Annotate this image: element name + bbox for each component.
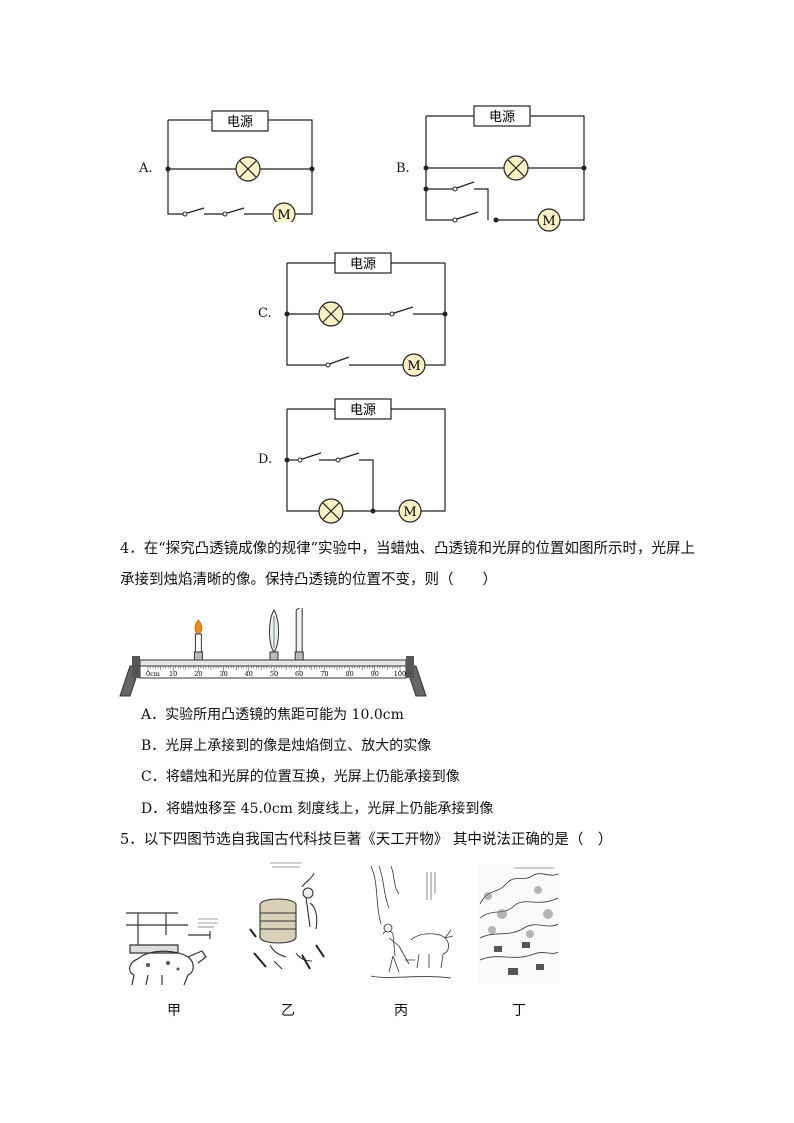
bench-tick-label: 20 bbox=[194, 670, 202, 678]
bench-tick-label: 60 bbox=[295, 670, 303, 678]
answer-option-b[interactable]: B．光屏上承接到的像是烛焰倒立、放大的实像 bbox=[141, 738, 432, 754]
svg-text:M: M bbox=[542, 214, 555, 229]
illustration-bing bbox=[370, 865, 453, 979]
caption-bing: 丙 bbox=[394, 1003, 408, 1019]
bench-unit-label: 0cm bbox=[146, 670, 160, 678]
motor-icon: M bbox=[537, 208, 561, 232]
caption-jia: 甲 bbox=[167, 1003, 181, 1019]
bench-tick-label: 70 bbox=[320, 670, 328, 678]
caption-yi: 乙 bbox=[281, 1003, 295, 1019]
bench-tick-label: 40 bbox=[245, 670, 253, 678]
light-screen-icon bbox=[294, 608, 304, 661]
svg-text:M: M bbox=[407, 359, 420, 374]
svg-text:M: M bbox=[277, 208, 290, 222]
bench-tick-label: 80 bbox=[345, 670, 353, 678]
illustration-ding bbox=[478, 864, 560, 984]
bench-tick-label: 100 bbox=[394, 670, 406, 678]
question-4-line-2: 承接到烛焰清晰的像。保持凸透镜的位置不变，则（ ） bbox=[120, 572, 497, 588]
option-d-label: D. bbox=[258, 452, 273, 467]
power-source-label: 电源 bbox=[350, 403, 376, 418]
power-source-label: 电源 bbox=[227, 115, 253, 130]
candle-icon bbox=[193, 619, 203, 661]
question-5-text: 5．以下四图节选自我国古代科技巨著《天工开物》 其中说法正确的是（ ） bbox=[120, 832, 613, 848]
bench-tick-label: 90 bbox=[371, 670, 379, 678]
lamp-icon bbox=[503, 155, 529, 181]
motor-icon: M bbox=[398, 499, 422, 523]
illustration-jia bbox=[126, 912, 218, 986]
circuit-c: 电源 M bbox=[284, 252, 448, 377]
bench-tick-label: 30 bbox=[219, 670, 227, 678]
circuit-a: 电源 M bbox=[165, 110, 315, 222]
motor-icon: M bbox=[402, 353, 426, 377]
bench-tick-label: 10 bbox=[169, 670, 177, 678]
motor-icon: M bbox=[272, 202, 296, 222]
power-source-label: 电源 bbox=[350, 257, 376, 272]
option-b-label: B. bbox=[396, 161, 410, 176]
option-a-label: A. bbox=[139, 161, 153, 176]
answer-option-d[interactable]: D．将蜡烛移至 45.0cm 刻度线上，光屏上仍能承接到像 bbox=[141, 801, 494, 817]
lamp-icon bbox=[235, 156, 261, 182]
lamp-icon bbox=[318, 498, 344, 524]
answer-option-c[interactable]: C．将蜡烛和光屏的位置互换，光屏上仍能承接到像 bbox=[141, 769, 460, 785]
circuit-d: 电源 M bbox=[284, 398, 446, 524]
optical-bench-diagram: 0cm 10 20 30 40 50 60 70 80 90 100 bbox=[119, 608, 427, 697]
svg-text:M: M bbox=[403, 505, 416, 520]
convex-lens-icon bbox=[269, 609, 279, 661]
circuit-b: 电源 M bbox=[423, 105, 587, 232]
answer-option-a[interactable]: A．实验所用凸透镜的焦距可能为 10.0cm bbox=[141, 707, 404, 723]
illustration-yi bbox=[249, 862, 325, 970]
lamp-icon bbox=[318, 301, 344, 327]
bench-tick-label: 50 bbox=[270, 670, 278, 678]
caption-ding: 丁 bbox=[512, 1003, 526, 1019]
option-c-label: C. bbox=[258, 306, 272, 321]
question-4-line-1: 4．在“探究凸透镜成像的规律”实验中，当蜡烛、凸透镜和光屏的位置如图所示时，光屏… bbox=[120, 541, 696, 557]
power-source-label: 电源 bbox=[489, 110, 515, 125]
